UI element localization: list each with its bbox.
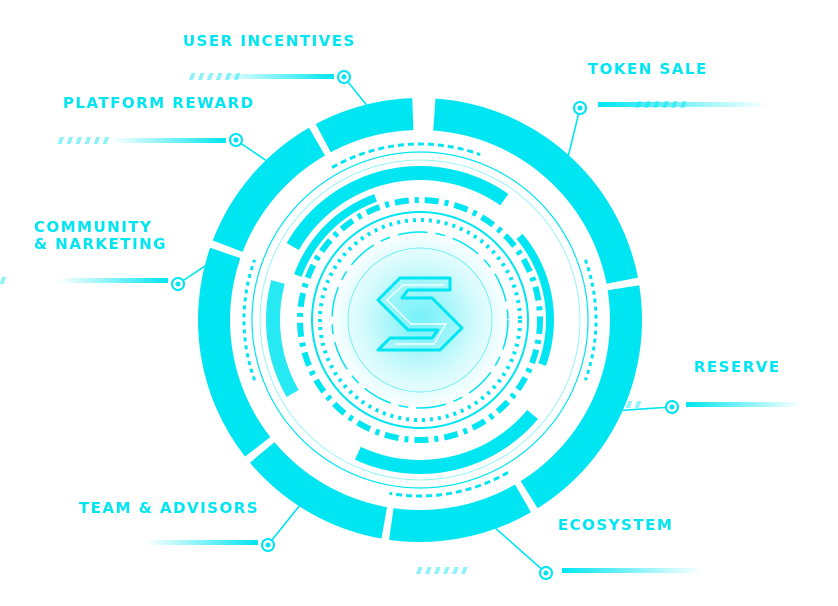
- node-dot-team-advisors: [265, 542, 271, 548]
- leader-lines: [0, 70, 802, 580]
- bar-stripe-platform-reward: [102, 137, 110, 144]
- bar-stripe-platform-reward: [75, 137, 83, 144]
- label-ecosystem: ECOSYSTEM: [558, 516, 674, 534]
- bar-stripe-reserve: [634, 401, 642, 408]
- bar-stripe-platform-reward: [84, 137, 92, 144]
- bar-stripe-reserve: [589, 401, 597, 408]
- bar-stripe-reserve: [607, 401, 615, 408]
- bar-stripe-user-incentives: [215, 73, 223, 80]
- bar-stripe-reserve: [598, 401, 606, 408]
- bar-stripe-user-incentives: [197, 73, 205, 80]
- bar-stripe-community-marketing: [0, 277, 7, 284]
- bar-stripe-token-sale: [644, 101, 651, 108]
- node-dot-user-incentives: [341, 74, 347, 80]
- ring-dashed-120: [297, 197, 543, 443]
- node-dot-reserve: [669, 404, 675, 410]
- label-team-advisors: TEAM & ADVISORS: [79, 499, 260, 517]
- segment-platform-reward: [212, 127, 325, 252]
- bar-stripe-reserve: [616, 401, 624, 408]
- tick-arc-bottom: [389, 471, 509, 498]
- inner-arc-c: [266, 280, 299, 397]
- bar-stripe-token-sale: [635, 101, 642, 108]
- bar-stripe-ecosystem: [434, 567, 441, 574]
- label-user-incentives: USER INCENTIVES: [183, 32, 356, 50]
- leader-token-sale: [567, 107, 581, 156]
- bar-stripe-platform-reward: [66, 137, 74, 144]
- bar-ecosystem: [562, 568, 702, 573]
- label-platform-reward: PLATFORM REWARD: [63, 94, 255, 112]
- bar-stripe-user-incentives: [206, 73, 214, 80]
- outer-segment-ring: [197, 98, 642, 542]
- bar-stripe-reserve: [625, 401, 633, 408]
- bar-stripe-token-sale: [662, 101, 669, 108]
- bar-team-advisors: [146, 540, 258, 545]
- bar-stripe-ecosystem: [416, 567, 423, 574]
- segment-reserve: [520, 285, 642, 509]
- bar-stripe-user-incentives: [233, 73, 241, 80]
- leader-reserve: [622, 406, 673, 412]
- inner-arc-d: [516, 233, 554, 366]
- bar-reserve: [686, 402, 802, 407]
- segment-community-marketing: [197, 247, 271, 457]
- node-dot-ecosystem: [543, 570, 549, 576]
- core-glow: [328, 228, 512, 412]
- tick-arc-right: [583, 259, 598, 381]
- inner-arc-b: [354, 409, 538, 474]
- node-dot-community-marketing: [175, 281, 181, 287]
- tick-arc-top: [331, 142, 481, 169]
- label-token-sale: TOKEN SALE: [588, 60, 708, 78]
- tick-arc-left: [242, 259, 257, 381]
- core-ring: [347, 247, 493, 393]
- bar-stripe-user-incentives: [188, 73, 196, 80]
- bar-stripe-token-sale: [671, 101, 678, 108]
- ring-160: [259, 159, 581, 481]
- segment-ecosystem: [389, 484, 531, 542]
- bar-stripe-platform-reward: [93, 137, 101, 144]
- segment-token-sale: [433, 98, 638, 284]
- bar-stripe-token-sale: [680, 101, 687, 108]
- bar-stripe-ecosystem: [452, 567, 459, 574]
- bar-user-incentives: [218, 74, 334, 79]
- ring-108: [311, 211, 529, 429]
- bar-community-marketing: [58, 278, 168, 283]
- node-dot-token-sale: [577, 105, 583, 111]
- segment-team-advisors: [249, 442, 388, 539]
- bar-stripe-token-sale: [653, 101, 660, 108]
- bar-platform-reward: [110, 138, 226, 143]
- node-dot-platform-reward: [233, 137, 239, 143]
- leader-ecosystem: [495, 528, 547, 574]
- segment-user-incentives: [315, 98, 414, 153]
- inner-arc-e: [294, 194, 377, 277]
- inner-arc-a: [286, 165, 509, 250]
- bar-stripe-ecosystem: [443, 567, 450, 574]
- bar-stripe-ecosystem: [461, 567, 468, 574]
- s-logo-icon: [376, 276, 464, 352]
- bar-stripe-ecosystem: [425, 567, 432, 574]
- bar-stripe-platform-reward: [57, 137, 65, 144]
- bar-stripe-user-incentives: [224, 73, 232, 80]
- bar-token-sale: [598, 102, 768, 107]
- label-reserve: RESERVE: [694, 358, 781, 376]
- ring-168: [251, 151, 589, 489]
- ring-ticks-100: [318, 218, 522, 422]
- label-community-marketing: COMMUNITY & NARKETING: [34, 218, 168, 253]
- leader-team-advisors: [267, 505, 300, 546]
- core: [328, 228, 512, 412]
